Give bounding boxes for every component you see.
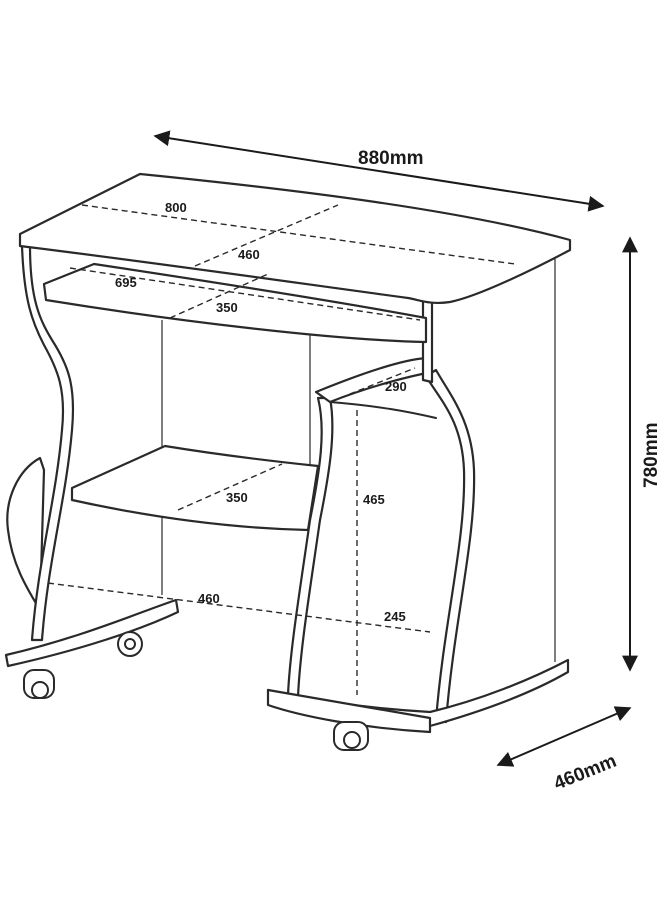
width-label: 880mm: [358, 148, 424, 169]
cabinet-width-label: 290: [385, 379, 407, 394]
left-wheel: [23, 669, 55, 699]
cabinet-base-label: 245: [384, 609, 406, 624]
desk-top: [18, 172, 572, 305]
cabinet-outer-panel: [424, 368, 476, 724]
keyboard-width-dash: [69, 267, 421, 321]
shelf-depth-label: 350: [226, 490, 248, 505]
right-wheel: [333, 721, 369, 751]
top-depth-dash: [194, 204, 339, 267]
cabinet-height-label: 465: [363, 492, 385, 507]
keyboard-depth-label: 350: [216, 300, 238, 315]
cabinet-top-rail: [314, 356, 434, 404]
top-width-label: 800: [165, 200, 187, 215]
shelf-depth-dash: [177, 463, 283, 511]
base-width-dash: [47, 582, 431, 633]
cabinet-rail: [329, 401, 437, 419]
left-side-panel: [20, 244, 75, 642]
bottom-shelf: [70, 444, 320, 532]
height-label: 780mm: [641, 423, 660, 489]
keyboard-depth-dash: [169, 273, 269, 319]
keyboard-tray: [42, 262, 428, 344]
depth-label: 460mm: [551, 751, 620, 795]
left-rear-wheel: [117, 631, 143, 657]
left-base: [4, 598, 180, 668]
top-depth-label: 460: [238, 247, 260, 262]
base-width-label: 460: [198, 591, 220, 606]
keyboard-width-label: 695: [115, 275, 137, 290]
top-width-dash: [81, 204, 516, 265]
depth-arrow: [496, 706, 632, 767]
cabinet-width-dash: [339, 367, 416, 399]
width-arrow: [153, 130, 605, 212]
